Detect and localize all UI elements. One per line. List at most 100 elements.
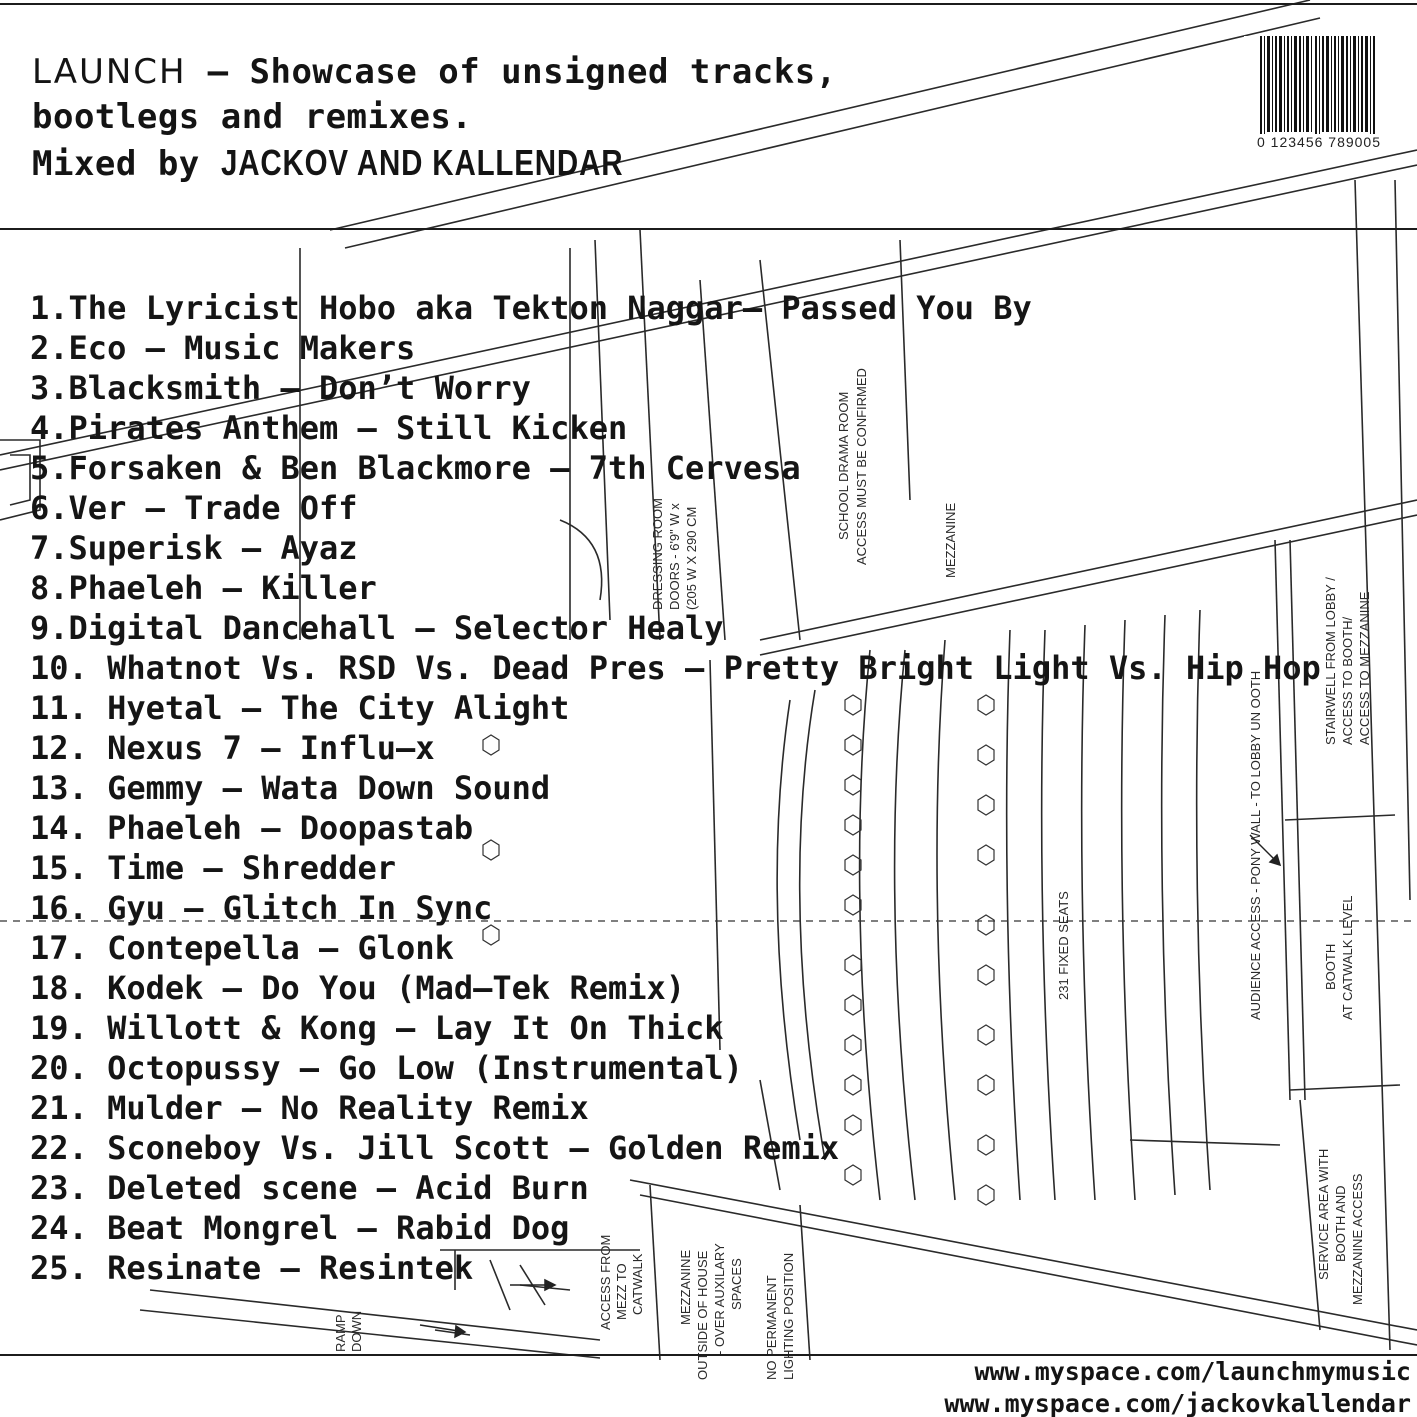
- plan-label: ACCESS TO BOOTH/: [1340, 617, 1355, 745]
- track-item: 19. Willott & Kong – Lay It On Thick: [30, 1008, 1321, 1048]
- track-title: Contepella – Glonk: [87, 929, 454, 967]
- plan-label: NO PERMANENT: [764, 1275, 779, 1380]
- track-title: Sconeboy Vs. Jill Scott – Golden Remix: [87, 1129, 840, 1167]
- track-item: 14. Phaeleh – Doopastab: [30, 808, 1321, 848]
- track-item: 7.Superisk – Ayaz: [30, 528, 1321, 568]
- plan-label: ACCESS TO MEZZANINE: [1357, 591, 1372, 745]
- track-number: 24.: [30, 1209, 88, 1247]
- track-number: 20.: [30, 1049, 88, 1087]
- track-item: 25. Resinate – Resintek: [30, 1248, 1321, 1288]
- track-number: 11.: [30, 689, 88, 727]
- track-number: 2.: [30, 329, 69, 367]
- track-number: 7.: [30, 529, 69, 567]
- barcode: [1244, 36, 1394, 154]
- track-number: 18.: [30, 969, 88, 1007]
- plan-label: MEZZ TO: [614, 1263, 629, 1320]
- track-number: 5.: [30, 449, 69, 487]
- barcode-number: 0 123456 789005: [1244, 134, 1394, 150]
- plan-label: CATWALK: [630, 1253, 645, 1315]
- track-item: 23. Deleted scene – Acid Burn: [30, 1168, 1321, 1208]
- track-title: Resinate – Resintek: [87, 1249, 474, 1287]
- myspace-link-launch[interactable]: www.myspace.com/launchmymusic: [974, 1357, 1412, 1386]
- top-border: [0, 3, 1417, 5]
- plan-label: SPACES: [729, 1258, 744, 1310]
- track-number: 21.: [30, 1089, 88, 1127]
- track-number: 14.: [30, 809, 88, 847]
- plan-label: MEZZANINE: [943, 503, 958, 578]
- track-item: 2.Eco – Music Makers: [30, 328, 1321, 368]
- track-title: Forsaken & Ben Blackmore – 7th Cervesa: [68, 449, 801, 487]
- track-item: 3.Blacksmith – Don’t Worry: [30, 368, 1321, 408]
- track-title: Phaeleh – Doopastab: [87, 809, 474, 847]
- plan-label: SERVICE AREA WITH: [1316, 1149, 1331, 1280]
- plan-label: MEZZANINE: [678, 1250, 693, 1325]
- track-item: 16. Gyu – Glitch In Sync: [30, 888, 1321, 928]
- track-item: 8.Phaeleh – Killer: [30, 568, 1321, 608]
- track-number: 9.: [30, 609, 69, 647]
- mix-artists: JACKOV AND KALLENDAR: [220, 142, 624, 183]
- header-divider: [0, 228, 1417, 230]
- plan-label: RAMP: [333, 1314, 348, 1352]
- track-item: 11. Hyetal – The City Alight: [30, 688, 1321, 728]
- track-number: 6.: [30, 489, 69, 527]
- track-number: 23.: [30, 1169, 88, 1207]
- plan-label: BOOTH: [1323, 944, 1338, 990]
- footer-divider: [0, 1354, 1417, 1356]
- track-title: Kodek – Do You (Mad–Tek Remix): [87, 969, 686, 1007]
- plan-label: DRESSING ROOM: [650, 498, 665, 610]
- brand-logo: LAUNCH: [32, 52, 187, 92]
- track-title: Gemmy – Wata Down Sound: [87, 769, 551, 807]
- track-item: 4.Pirates Anthem – Still Kicken: [30, 408, 1321, 448]
- album-header: LAUNCH – Showcase of unsigned tracks, bo…: [32, 50, 837, 187]
- track-title: Eco – Music Makers: [68, 329, 416, 367]
- track-title: Digital Dancehall – Selector Healy: [68, 609, 724, 647]
- track-number: 15.: [30, 849, 88, 887]
- plan-label: SCHOOL DRAMA ROOM: [836, 392, 851, 540]
- track-title: Whatnot Vs. RSD Vs. Dead Pres – Pretty B…: [87, 649, 1321, 687]
- plan-label: AUDIENCE ACCESS - PONY WALL - TO LOBBY U…: [1248, 671, 1263, 1020]
- mixed-by-label: Mixed by: [32, 144, 221, 184]
- track-number: 1.: [30, 289, 69, 327]
- plan-label: LIGHTING POSITION: [781, 1253, 796, 1380]
- plan-label: 231 FIXED SEATS: [1056, 891, 1071, 1000]
- track-title: Octopussy – Go Low (Instrumental): [87, 1049, 743, 1087]
- track-number: 8.: [30, 569, 69, 607]
- track-number: 19.: [30, 1009, 88, 1047]
- plan-label: AT CATWALK LEVEL: [1340, 895, 1355, 1020]
- track-number: 16.: [30, 889, 88, 927]
- track-title: Gyu – Glitch In Sync: [87, 889, 493, 927]
- track-number: 13.: [30, 769, 88, 807]
- track-title: Willott & Kong – Lay It On Thick: [87, 1009, 724, 1047]
- plan-label: BOOTH AND: [1333, 1185, 1348, 1262]
- track-title: Superisk – Ayaz: [68, 529, 358, 567]
- myspace-link-jackovkallendar[interactable]: www.myspace.com/jackovkallendar: [944, 1389, 1411, 1417]
- track-item: 6.Ver – Trade Off: [30, 488, 1321, 528]
- track-title: Hyetal – The City Alight: [87, 689, 570, 727]
- track-item: 9.Digital Dancehall – Selector Healy: [30, 608, 1321, 648]
- track-item: 15. Time – Shredder: [30, 848, 1321, 888]
- plan-label: MEZZANINE ACCESS: [1350, 1173, 1365, 1305]
- track-title: Beat Mongrel – Rabid Dog: [87, 1209, 570, 1247]
- track-number: 22.: [30, 1129, 88, 1167]
- track-title: Nexus 7 – Influ–x: [87, 729, 435, 767]
- track-title: Mulder – No Reality Remix: [87, 1089, 589, 1127]
- plan-label: (205 W X 290 CM: [684, 507, 699, 610]
- track-number: 17.: [30, 929, 88, 967]
- plan-label: ACCESS FROM: [598, 1235, 613, 1330]
- track-item: 21. Mulder – No Reality Remix: [30, 1088, 1321, 1128]
- footer-links: www.myspace.com/launchmymusic www.myspac…: [944, 1356, 1411, 1417]
- track-item: 24. Beat Mongrel – Rabid Dog: [30, 1208, 1321, 1248]
- track-item: 22. Sconeboy Vs. Jill Scott – Golden Rem…: [30, 1128, 1321, 1168]
- track-item: 12. Nexus 7 – Influ–x: [30, 728, 1321, 768]
- header-line-2: bootlegs and remixes.: [32, 97, 473, 137]
- plan-label: OUTSIDE OF HOUSE: [695, 1250, 710, 1380]
- track-item: 20. Octopussy – Go Low (Instrumental): [30, 1048, 1321, 1088]
- header-line-1: LAUNCH – Showcase of unsigned tracks,: [32, 50, 837, 95]
- plan-label: DOWN: [349, 1311, 364, 1352]
- header-line-3: Mixed by JACKOV AND KALLENDAR: [32, 140, 837, 187]
- track-title: Ver – Trade Off: [68, 489, 358, 527]
- track-item: 5.Forsaken & Ben Blackmore – 7th Cervesa: [30, 448, 1321, 488]
- track-item: 17. Contepella – Glonk: [30, 928, 1321, 968]
- track-title: Blacksmith – Don’t Worry: [68, 369, 531, 407]
